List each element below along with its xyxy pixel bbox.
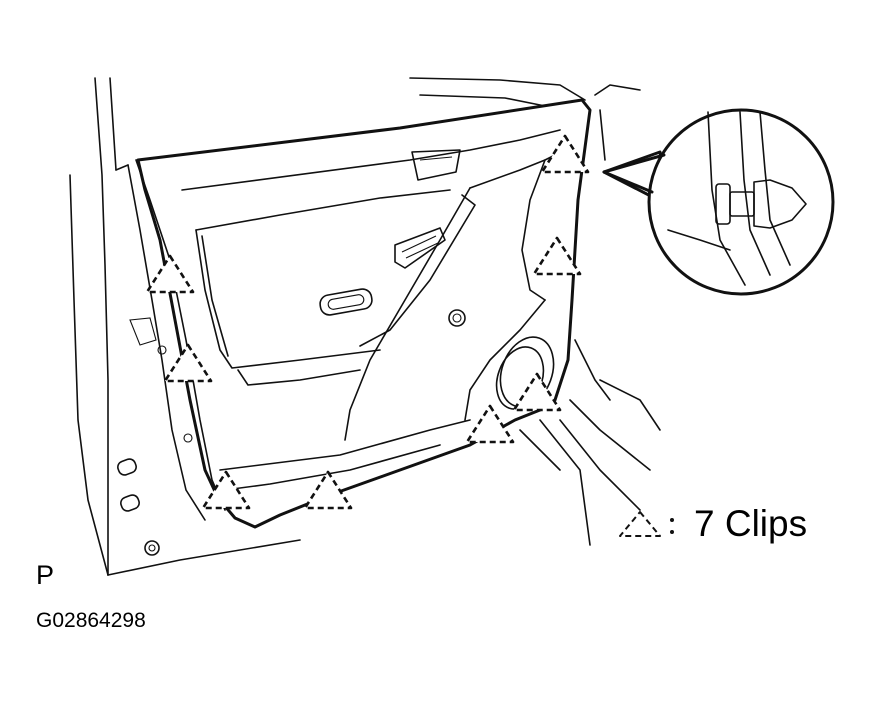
clip-marker (512, 372, 562, 412)
clip-markers (145, 134, 590, 510)
clip-marker (465, 404, 515, 444)
door-trim-panel (136, 98, 592, 529)
corner-letter: P (36, 560, 55, 590)
figure-code: G02864298 (36, 609, 146, 632)
clip-marker (303, 470, 353, 510)
clip-detail-callout (602, 108, 835, 296)
legend-symbol-icon (619, 511, 674, 537)
clip-marker (540, 134, 590, 174)
clip-marker (145, 254, 195, 294)
door-frame (69, 77, 661, 576)
clip-marker (163, 343, 213, 383)
clip-marker (532, 236, 582, 276)
frame-holes (117, 345, 193, 556)
clip-marker (201, 470, 251, 510)
legend-label: 7 Clips (694, 503, 808, 544)
